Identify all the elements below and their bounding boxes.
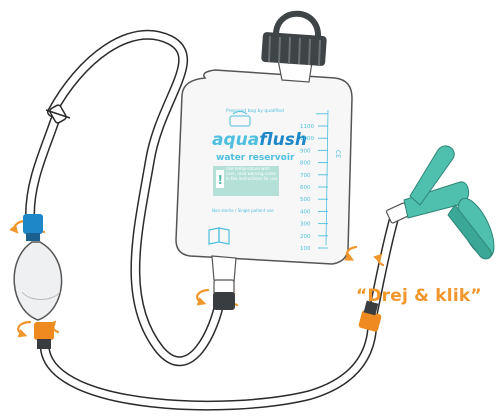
connector-blue <box>23 214 43 241</box>
scale-label: 1000 <box>300 136 314 142</box>
scale-label: 300 <box>300 222 311 228</box>
connector-orange-bulb <box>34 322 54 349</box>
scale-label: 200 <box>300 234 311 240</box>
svg-text:!: ! <box>218 173 223 187</box>
warning-text: Use temperature with care, read warning … <box>226 167 278 181</box>
bag-subtitle: water reservoir <box>216 153 295 163</box>
hand-pump-bulb <box>14 242 61 320</box>
scale-label: 400 <box>300 209 311 215</box>
scale-label: 600 <box>300 185 311 191</box>
tube-left-vertical <box>30 120 55 215</box>
scale-label: 1100 <box>300 124 314 130</box>
warning-box: ! Use temperature with care, read warnin… <box>213 166 279 196</box>
bag-cap <box>261 14 327 82</box>
scale-label: 500 <box>300 197 311 203</box>
connector-dark-bag <box>213 280 235 310</box>
warning-icon: ! <box>216 170 224 188</box>
twist-and-click-callout: “Drej & klik” <box>356 286 482 306</box>
brand-prefix: aqua <box>212 130 259 150</box>
scale-label: 800 <box>300 161 311 167</box>
bag-side-text: CE <box>334 150 341 158</box>
scale-label: 100 <box>300 246 311 252</box>
scale-label: 900 <box>300 148 311 154</box>
svg-text:aquaflush: aquaflush <box>212 130 307 150</box>
rectal-cone <box>386 146 501 263</box>
bag-footer-text: Non sterile / Single patient use <box>212 208 274 213</box>
scale-label: 700 <box>300 173 311 179</box>
